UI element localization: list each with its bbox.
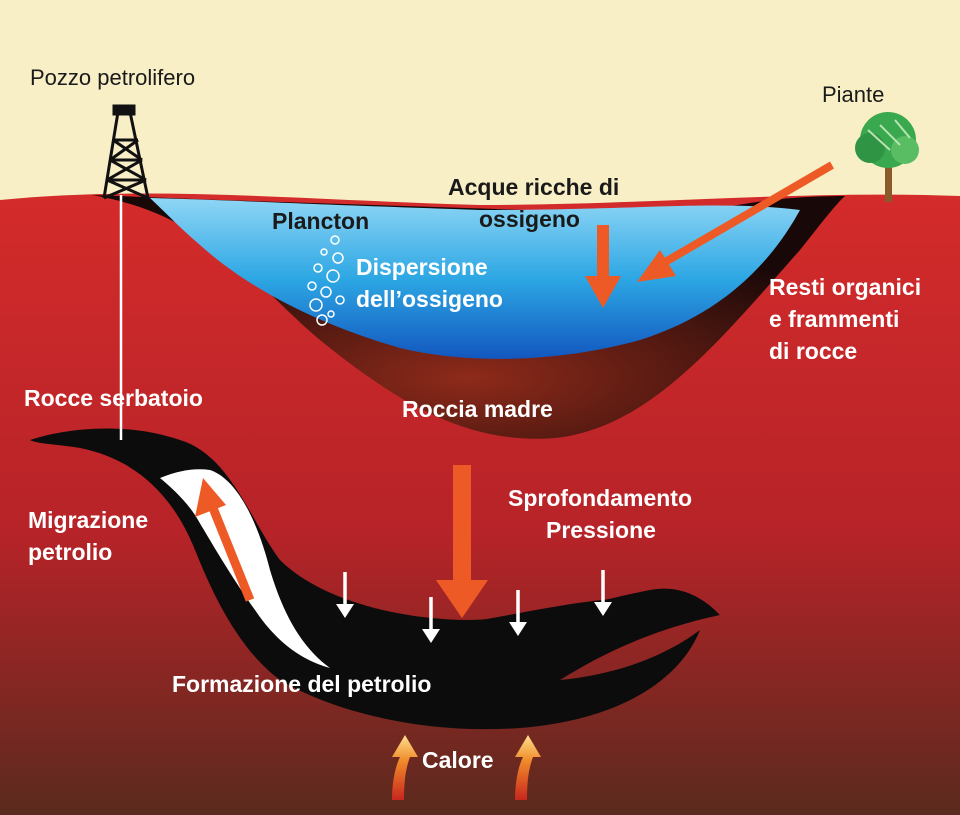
oil-migration-label-1: Migrazione <box>28 507 148 533</box>
oxygen-dispersion-label-1: Dispersione <box>356 254 488 280</box>
migration-arrow <box>195 478 255 602</box>
bubbles-icon <box>307 235 345 326</box>
tree-icon <box>855 112 919 202</box>
oxygen-rich-water-label-1: Acque ricche di <box>448 174 619 200</box>
oxygen-dispersion-label-2: dell’ossigeno <box>356 286 503 312</box>
organic-remains-label-3: di rocce <box>769 338 857 364</box>
oil-migration-channel <box>160 469 330 668</box>
oil-formation-label: Formazione del petrolio <box>172 671 431 697</box>
source-rock-label: Roccia madre <box>402 396 553 422</box>
subsidence-label-2: Pressione <box>546 517 656 543</box>
oxygen-inflow-arrow <box>585 225 621 308</box>
organic-remains-label-2: e frammenti <box>769 306 899 332</box>
plankton-label: Plancton <box>272 208 369 234</box>
organic-remains-label-1: Resti organici <box>769 274 921 300</box>
oil-well-label: Pozzo petrolifero <box>30 65 195 90</box>
oil-derrick-icon <box>102 104 150 200</box>
heat-label: Calore <box>422 747 494 773</box>
subsidence-label-1: Sprofondamento <box>508 485 692 511</box>
heat-arrows <box>392 735 541 800</box>
pressure-arrows <box>336 570 612 643</box>
oil-migration-label-2: petrolio <box>28 539 112 565</box>
plants-label: Piante <box>822 82 884 107</box>
subsidence-main-arrow <box>436 465 488 618</box>
organic-remains-arrow <box>637 161 835 282</box>
oxygen-rich-water <box>150 198 800 359</box>
reservoir-rocks-label: Rocce serbatoio <box>24 385 203 411</box>
ground <box>0 193 960 815</box>
oxygen-rich-water-label-2: ossigeno <box>479 206 580 232</box>
